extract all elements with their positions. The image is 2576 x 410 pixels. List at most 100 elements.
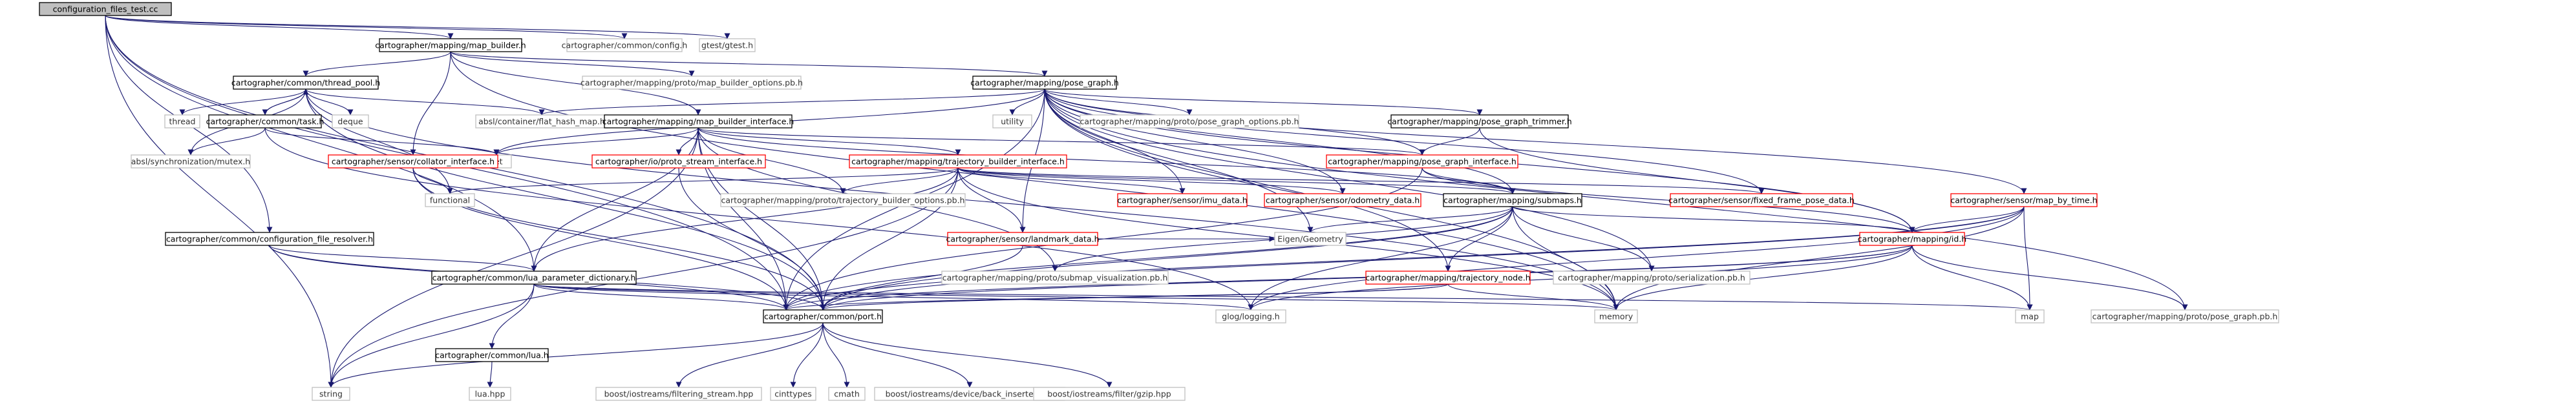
edge-port-to-gzip	[822, 322, 1112, 388]
edge-thread_pool-to-flat_hash_map	[305, 88, 545, 116]
edge-trajectory_builder_interface-to-submaps	[957, 167, 1516, 194]
edge-map_builder_interface-to-string	[328, 127, 699, 388]
node-lua-parameter-dictionary[interactable]: cartographer/common/lua_parameter_dictio…	[431, 271, 637, 285]
node-collator-interface[interactable]: cartographer/sensor/collator_interface.h	[328, 154, 498, 169]
node-box	[595, 387, 762, 401]
node-port[interactable]: cartographer/common/port.h	[763, 309, 883, 323]
edge-pose_graph-to-odometry_data	[1044, 88, 1346, 194]
edge-map_builder-to-collator_interface	[410, 51, 451, 156]
edge-landmark_data-to-port	[820, 245, 1023, 311]
edge-thread_pool-to-port	[305, 88, 826, 311]
node-box	[941, 271, 1169, 285]
edge-pose_graph-to-map_by_time	[1044, 88, 2027, 194]
edge-lua_parameter_dictionary-to-memory	[533, 283, 1619, 311]
edge-pose_graph_interface-to-id	[1421, 167, 1915, 233]
edge-trajectory_builder_interface-to-trajectory_builder_options	[840, 167, 959, 194]
node-trajectory-node[interactable]: cartographer/mapping/trajectory_node.h	[1365, 271, 1531, 285]
edge-trajectory_node-to-vector	[783, 283, 1449, 311]
node-proto-stream-interface[interactable]: cartographer/io/proto_stream_interface.h	[591, 154, 766, 169]
node-lua-h[interactable]: cartographer/common/lua.h	[435, 348, 549, 362]
node-label: deque	[337, 117, 363, 127]
node-thread: thread	[164, 114, 200, 128]
node-box	[312, 387, 350, 401]
node-label: cartographer/common/port.h	[764, 312, 882, 322]
edge-pose_graph_trimmer-to-id	[1479, 127, 1915, 233]
edge-pose_graph-to-pose_graph_pb	[1044, 88, 2188, 311]
node-box	[1859, 232, 1965, 246]
node-label: lua.hpp	[475, 389, 506, 399]
node-pose-graph-interface[interactable]: cartographer/mapping/pose_graph_interfac…	[1326, 154, 1518, 169]
node-label: glog/logging.h	[1222, 312, 1279, 322]
edge-map_builder_interface-to-trajectory_builder_options	[697, 127, 846, 194]
edge-trajectory_builder_interface-to-string	[328, 167, 959, 388]
edge-map_builder-to-map_builder_interface	[450, 51, 701, 116]
node-label: cartographer/mapping/proto/pose_graph_op…	[1080, 117, 1299, 127]
edge-task-to-thread_pool	[264, 88, 309, 116]
node-id[interactable]: cartographer/mapping/id.h	[1858, 232, 1966, 246]
node-label: cartographer/io/proto_stream_interface.h	[595, 157, 762, 167]
node-box	[582, 76, 802, 90]
node-label: functional	[430, 196, 470, 205]
node-map-builder-interface[interactable]: cartographer/mapping/map_builder_interfa…	[602, 114, 794, 128]
node-root[interactable]: configuration_files_test.cc	[39, 2, 172, 16]
node-label: cartographer/mapping/proto/map_builder_o…	[580, 78, 803, 88]
node-box	[164, 114, 200, 128]
node-map: map	[2015, 309, 2045, 323]
node-label: boost/iostreams/device/back_inserter.hpp	[886, 389, 1054, 399]
node-layer: configuration_files_test.cc cartographer/…	[39, 2, 2279, 401]
node-box	[770, 387, 816, 401]
edge-map_by_time-to-memory	[1613, 206, 2025, 311]
node-mutex: absl/synchronization/mutex.h	[131, 154, 251, 169]
node-deque: deque	[332, 114, 369, 128]
node-label: map	[2021, 312, 2039, 322]
node-label: cartographer/mapping/trajectory_builder_…	[851, 157, 1065, 167]
edge-submaps-to-serialization	[1512, 206, 1655, 272]
node-box	[1365, 271, 1531, 285]
node-thread-pool[interactable]: cartographer/common/thread_pool.h	[231, 76, 380, 90]
node-functional: functional	[425, 193, 475, 207]
edge-port-to-cinttypes	[790, 322, 824, 388]
node-box	[604, 114, 793, 128]
node-configuration-file-resolver[interactable]: cartographer/common/configuration_file_r…	[165, 232, 374, 246]
node-memory: memory	[1594, 309, 1638, 323]
node-box	[1670, 193, 1853, 207]
node-box	[1950, 193, 2098, 207]
node-map-by-time[interactable]: cartographer/sensor/map_by_time.h	[1950, 193, 2098, 207]
node-fixed-frame-pose-data[interactable]: cartographer/sensor/fixed_frame_pose_dat…	[1668, 193, 1855, 207]
edge-trajectory_node-to-memory	[1447, 283, 1619, 311]
edge-pose_graph-to-pose_graph_options	[1044, 88, 1193, 116]
node-trajectory-builder-interface[interactable]: cartographer/mapping/trajectory_builder_…	[849, 154, 1067, 169]
node-box	[1117, 193, 1248, 207]
node-box	[2015, 309, 2045, 323]
node-imu-data[interactable]: cartographer/sensor/imu_data.h	[1117, 193, 1248, 207]
edge-task-to-glog	[264, 127, 1254, 311]
node-map-builder[interactable]: cartographer/mapping/map_builder.h	[375, 38, 526, 52]
node-label: cartographer/mapping/submaps.h	[1443, 196, 1582, 205]
edge-root-to-lua_parameter_dictionary	[105, 15, 537, 272]
node-odometry-data[interactable]: cartographer/sensor/odometry_data.h	[1264, 193, 1421, 207]
edge-trajectory_builder_interface-to-lua_parameter_dictionary	[531, 167, 959, 272]
node-task[interactable]: cartographer/common/task.h	[206, 114, 325, 128]
node-pose-graph[interactable]: cartographer/mapping/pose_graph.h	[970, 76, 1119, 90]
node-lua-hpp: lua.hpp	[469, 387, 511, 401]
node-box	[699, 38, 756, 52]
edge-map_builder_interface-to-submaps	[697, 127, 1516, 194]
node-box	[165, 232, 374, 246]
node-label: cartographer/common/thread_pool.h	[231, 78, 380, 88]
node-box	[1326, 154, 1518, 169]
edge-pose_graph-to-fixed_frame_pose_data	[1044, 88, 1765, 194]
node-back-inserter: boost/iostreams/device/back_inserter.hpp	[874, 387, 1065, 401]
node-label: cartographer/mapping/proto/trajectory_bu…	[721, 196, 965, 205]
node-label: string	[319, 389, 343, 399]
node-pose-graph-trimmer[interactable]: cartographer/mapping/pose_graph_trimmer.…	[1387, 114, 1572, 128]
node-box	[1594, 309, 1638, 323]
edge-submaps-to-memory	[1512, 206, 1619, 311]
node-label: cartographer/mapping/proto/pose_graph.pb…	[2092, 312, 2278, 322]
node-label: cartographer/mapping/proto/submap_visual…	[942, 273, 1168, 283]
node-label: cartographer/sensor/collator_interface.h	[332, 157, 495, 167]
node-box	[208, 114, 322, 128]
node-submaps[interactable]: cartographer/mapping/submaps.h	[1443, 193, 1582, 207]
edge-submaps-to-trajectory_node	[1445, 206, 1513, 272]
node-landmark-data[interactable]: cartographer/sensor/landmark_data.h	[946, 232, 1100, 246]
node-submap-visualization: cartographer/mapping/proto/submap_visual…	[941, 271, 1169, 285]
